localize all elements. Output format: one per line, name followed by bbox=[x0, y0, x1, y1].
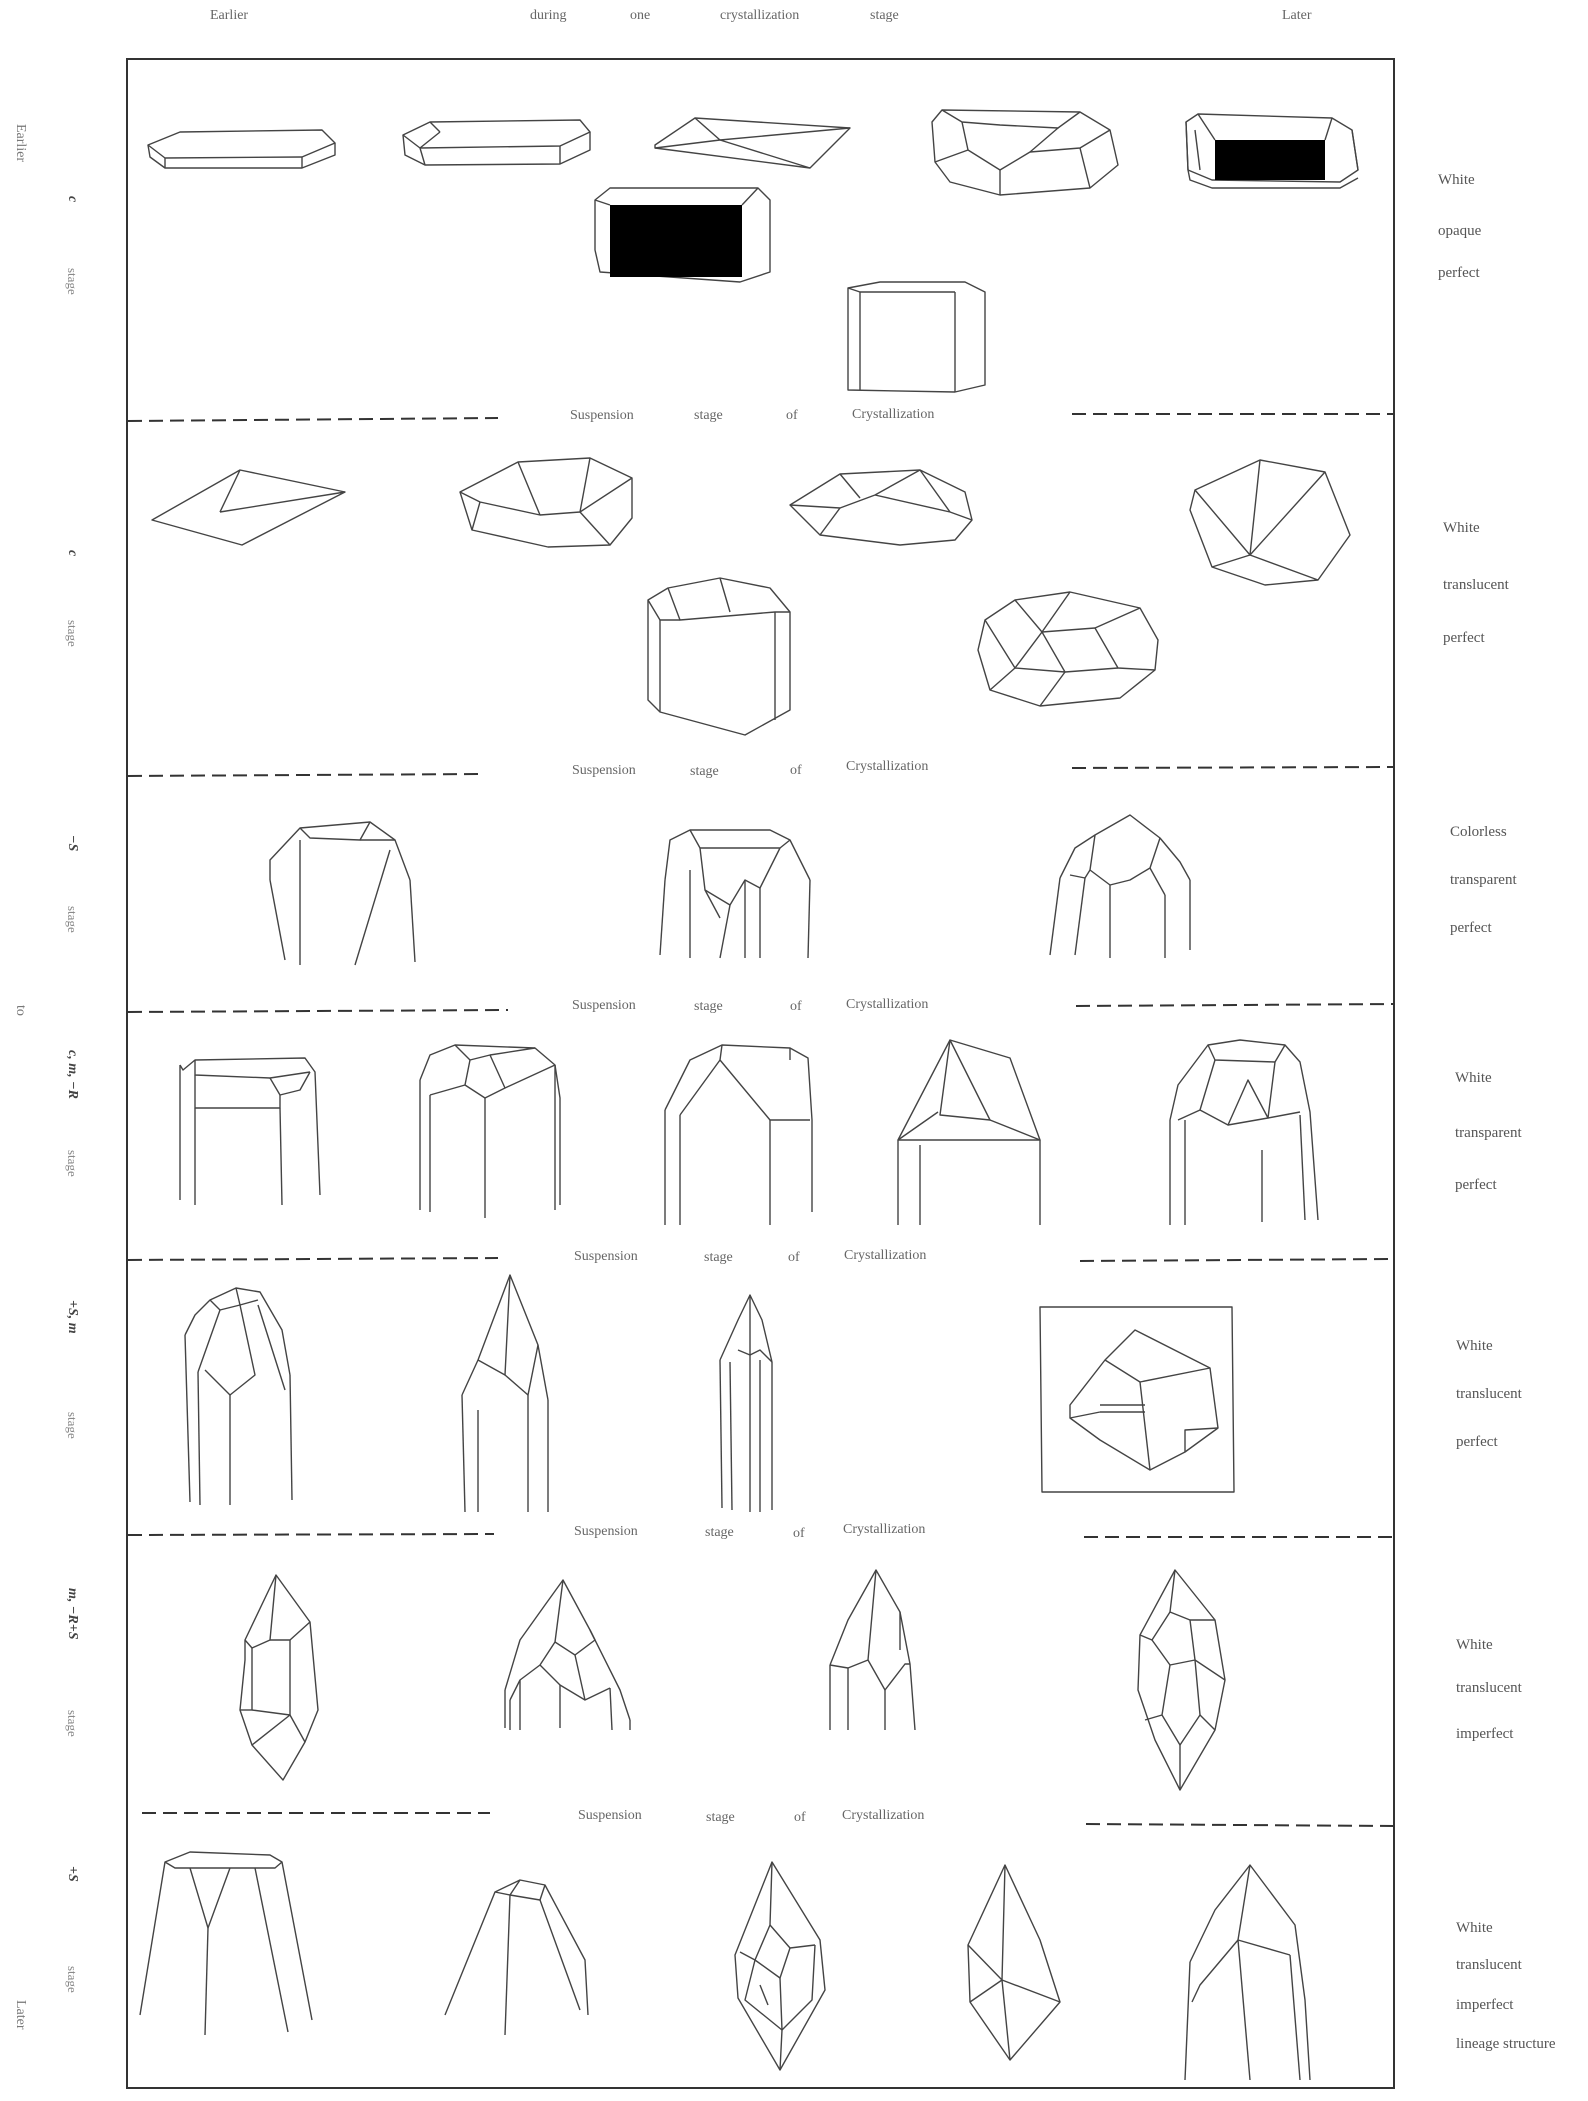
dashed-divider-5 bbox=[128, 1534, 1395, 1537]
crystal-r2-a bbox=[152, 470, 345, 545]
crystal-r4-e bbox=[1170, 1040, 1318, 1225]
crystal-r5-b bbox=[462, 1275, 548, 1512]
crystal-r5-c bbox=[720, 1295, 772, 1512]
crystal-r4-d bbox=[898, 1040, 1040, 1225]
crystal-r7-d bbox=[968, 1865, 1060, 2060]
crystal-r6-b bbox=[505, 1580, 630, 1730]
crystal-r3-c bbox=[1050, 815, 1190, 958]
crystal-r2-f bbox=[978, 592, 1158, 706]
crystal-r2-d bbox=[1190, 460, 1350, 585]
dashed-divider-2 bbox=[128, 767, 1395, 776]
crystal-r2-c bbox=[790, 470, 972, 545]
crystal-r2-e bbox=[648, 578, 790, 735]
crystal-r6-a bbox=[240, 1575, 318, 1780]
crystal-r1-d bbox=[932, 110, 1118, 195]
crystal-r4-a bbox=[180, 1058, 320, 1205]
crystal-r5-a bbox=[185, 1288, 292, 1505]
crystal-r1-g bbox=[848, 282, 985, 392]
crystal-r1-b bbox=[403, 120, 590, 165]
dashed-divider-6 bbox=[142, 1813, 1395, 1826]
crystal-r1-f bbox=[595, 188, 770, 282]
crystal-r3-b bbox=[660, 830, 810, 958]
crystal-r6-c bbox=[830, 1570, 915, 1730]
crystal-r1-e bbox=[1186, 114, 1358, 188]
crystal-r7-b bbox=[445, 1880, 588, 2035]
crystal-r7-a bbox=[140, 1852, 312, 2035]
crystal-r2-b bbox=[460, 458, 632, 547]
inset-box-r5 bbox=[1040, 1307, 1234, 1492]
crystal-r3-a bbox=[270, 822, 415, 965]
crystal-r1-c bbox=[655, 118, 850, 168]
crystal-r1-a bbox=[148, 130, 335, 168]
dashed-divider-4 bbox=[128, 1258, 1395, 1261]
dashed-divider-1 bbox=[128, 414, 1395, 421]
crystal-r7-e bbox=[1185, 1865, 1310, 2080]
dashed-divider-3 bbox=[128, 1004, 1395, 1012]
crystal-r6-d bbox=[1138, 1570, 1225, 1790]
crystal-r4-c bbox=[665, 1045, 812, 1225]
crystal-r7-c bbox=[735, 1862, 825, 2070]
crystal-r4-b bbox=[420, 1045, 560, 1218]
